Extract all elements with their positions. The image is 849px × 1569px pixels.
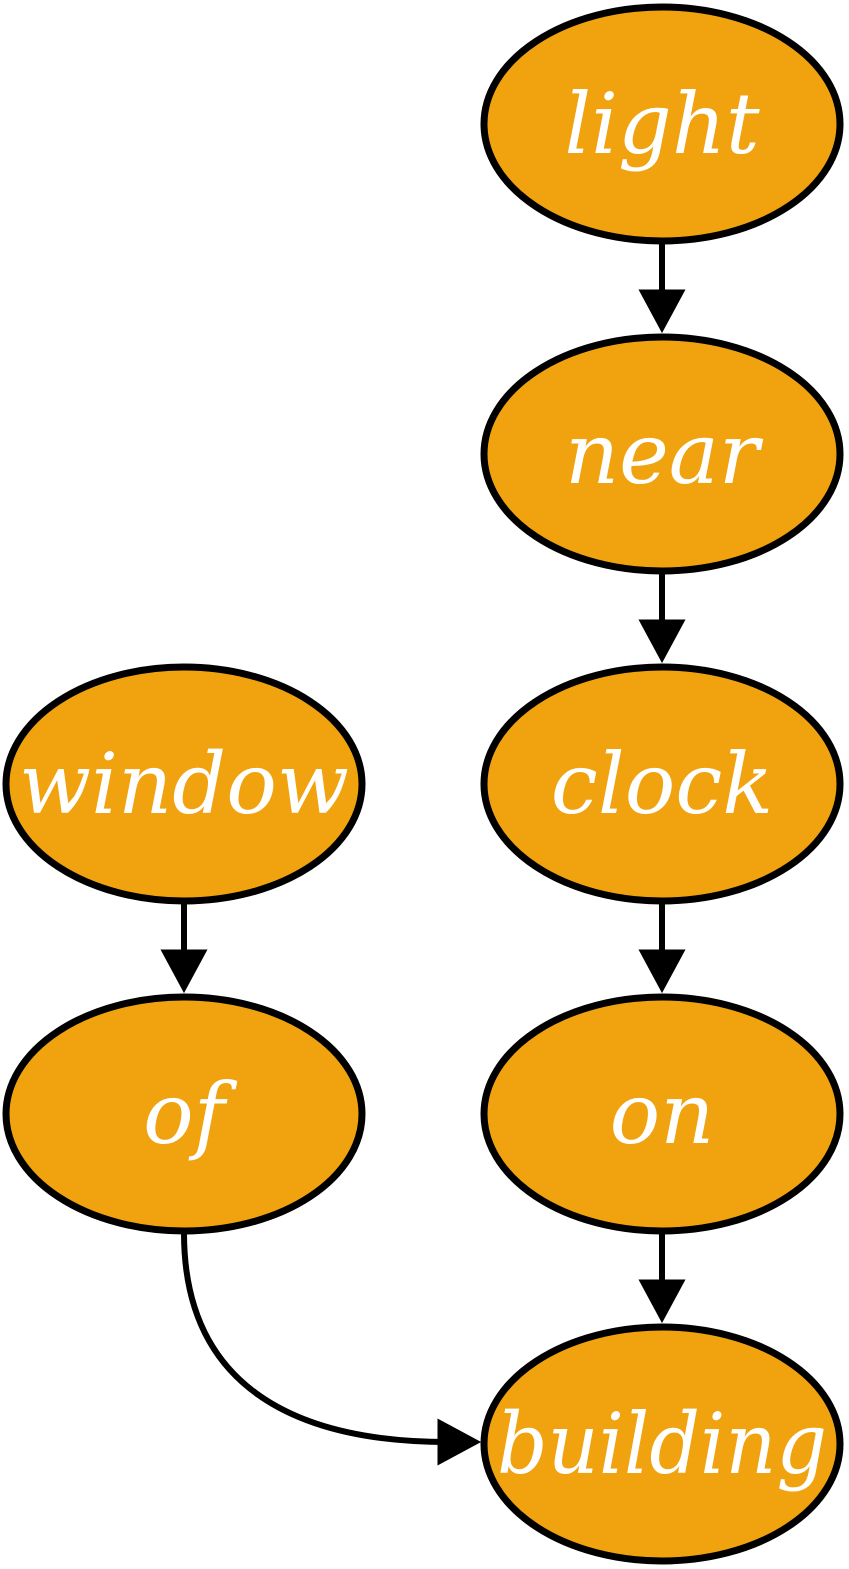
node-ellipse: [480, 333, 844, 575]
nodes: light near clock on building window of: [2, 3, 844, 1565]
arrowhead: [160, 949, 208, 994]
node-near[interactable]: near: [480, 333, 844, 575]
arrowhead: [638, 949, 686, 994]
node-label: window: [19, 735, 349, 833]
edge-near-clock: [638, 573, 686, 664]
arrowhead: [437, 1418, 482, 1466]
node-of[interactable]: of: [2, 993, 366, 1235]
edge-line: [181, 1232, 449, 1445]
arrowhead: [638, 289, 686, 334]
node-label: of: [143, 1065, 238, 1163]
node-label: building: [497, 1395, 827, 1493]
node-ellipse: [2, 993, 366, 1235]
node-ellipse: [480, 993, 844, 1235]
node-label: clock: [551, 735, 773, 833]
node-light[interactable]: light: [480, 3, 844, 245]
edge-window-of: [160, 903, 208, 994]
edges: [160, 243, 686, 1466]
node-ellipse: [480, 1323, 844, 1565]
node-ellipse: [480, 663, 844, 905]
edge-clock-on: [638, 903, 686, 994]
node-window[interactable]: window: [2, 663, 366, 905]
node-label: on: [610, 1065, 715, 1163]
edge-light-near: [638, 243, 686, 334]
node-label: light: [564, 75, 760, 173]
arrowhead: [638, 1279, 686, 1324]
arrowhead: [638, 619, 686, 664]
node-building[interactable]: building: [480, 1323, 844, 1565]
node-ellipse: [2, 663, 366, 905]
node-ellipse: [480, 3, 844, 245]
edge-of-building: [181, 1232, 482, 1466]
node-label: near: [565, 405, 764, 503]
edge-on-building: [638, 1233, 686, 1324]
node-on[interactable]: on: [480, 993, 844, 1235]
node-clock[interactable]: clock: [480, 663, 844, 905]
